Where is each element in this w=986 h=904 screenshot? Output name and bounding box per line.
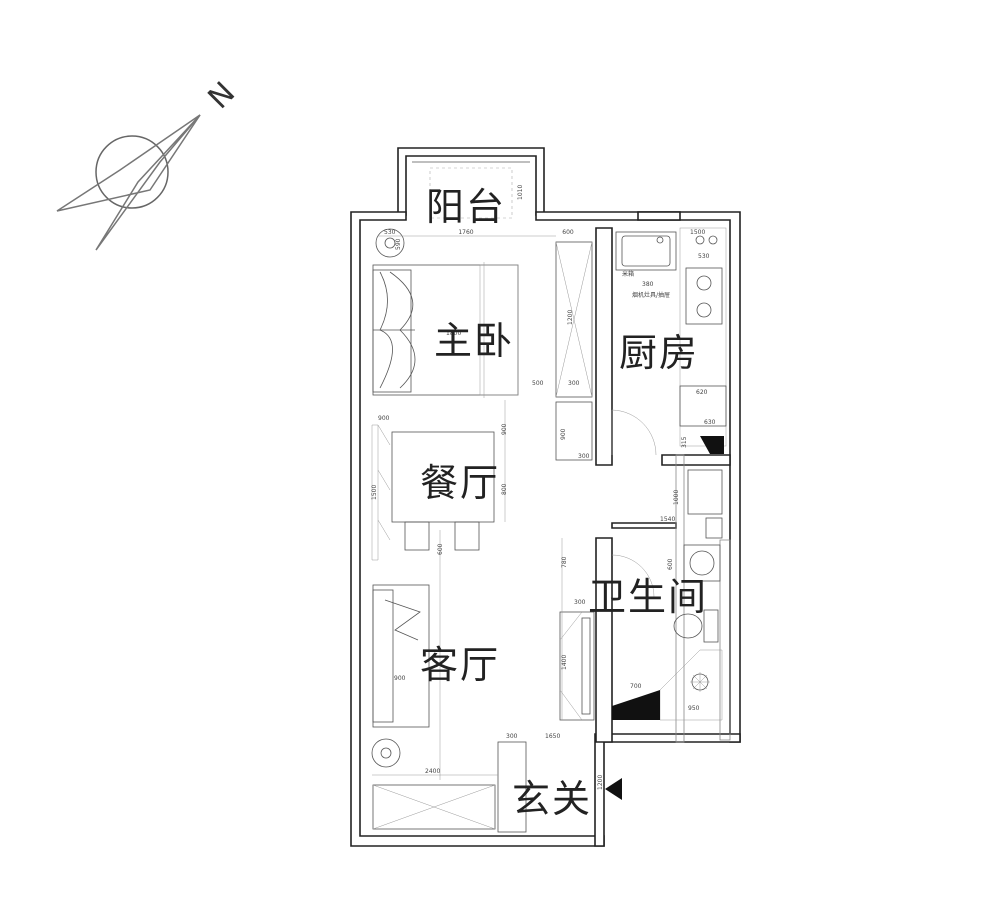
room-label-bathroom: 卫生间 bbox=[588, 575, 709, 619]
dim-kitchen-b: 380 bbox=[642, 281, 654, 288]
dim-tv-b: 300 bbox=[574, 599, 586, 606]
room-label-living-room: 客厅 bbox=[420, 643, 501, 687]
sofa bbox=[372, 584, 430, 728]
dim-plant-side: 590 bbox=[395, 238, 402, 250]
dim-cabinet-h: 900 bbox=[560, 428, 567, 440]
dim-bath-c: 700 bbox=[630, 683, 642, 690]
toilet bbox=[673, 609, 719, 643]
dim-bath-a: 1540 bbox=[660, 516, 675, 523]
dim-kitchen-top: 1500 bbox=[690, 229, 705, 236]
room-label-entrance: 玄关 bbox=[512, 777, 593, 821]
kitchen-sink bbox=[615, 231, 677, 271]
dimension-lines: 1760 600 530 590 1800 500 900 1500 900 8… bbox=[371, 185, 716, 790]
bath-door bbox=[611, 554, 655, 598]
dim-wardrobe-w: 300 bbox=[568, 380, 580, 387]
north-label: N bbox=[201, 75, 242, 116]
stove bbox=[685, 235, 723, 325]
dim-bath-d: 950 bbox=[688, 705, 700, 712]
kitchen-cabinets bbox=[679, 227, 727, 454]
dining-table bbox=[371, 424, 495, 561]
compass: N bbox=[56, 75, 242, 251]
dim-dining-width: 900 bbox=[378, 415, 390, 422]
dim-cabinet-w: 300 bbox=[578, 453, 590, 460]
room-label-balcony: 阳台 bbox=[426, 185, 507, 229]
room-label-master-bedroom: 主卧 bbox=[434, 319, 515, 363]
bed bbox=[372, 264, 519, 396]
entrance-arrow-icon bbox=[605, 778, 622, 800]
dim-bath-e: 600 bbox=[667, 558, 674, 570]
wardrobe bbox=[555, 241, 593, 461]
washing-machine bbox=[687, 469, 723, 539]
dim-bed-top: 1760 bbox=[458, 229, 473, 236]
dim-kitchen-c: 620 bbox=[696, 389, 708, 396]
dim-wardrobe-h: 1200 bbox=[567, 310, 574, 325]
dim-sofa-w: 900 bbox=[394, 675, 406, 682]
entry-cabinet bbox=[372, 741, 527, 833]
dim-dining-a: 900 bbox=[501, 423, 508, 435]
dim-kitchen-a: 530 bbox=[698, 253, 710, 260]
dim-entry-b: 1650 bbox=[545, 733, 560, 740]
room-label-dining-room: 餐厅 bbox=[420, 461, 501, 505]
plant-top-left bbox=[375, 228, 405, 258]
outer-walls bbox=[350, 211, 741, 847]
dim-kitchen-d: 630 bbox=[704, 419, 716, 426]
dim-living-h: 600 bbox=[437, 543, 444, 555]
dim-bed-end: 500 bbox=[532, 380, 544, 387]
dim-entry-d: 1200 bbox=[597, 775, 604, 790]
dim-tv-h: 1400 bbox=[561, 655, 568, 670]
dim-bath-b: 1000 bbox=[673, 490, 680, 505]
interior-walls bbox=[595, 227, 731, 743]
dim-dining-height: 1500 bbox=[371, 485, 378, 500]
dim-bed-side: 1800 bbox=[446, 330, 461, 337]
dim-entry-a: 300 bbox=[506, 733, 518, 740]
room-label-kitchen: 厨房 bbox=[619, 331, 700, 375]
dim-balcony-h: 1010 bbox=[517, 185, 524, 200]
dim-entry-c: 2400 bbox=[425, 768, 440, 775]
tv-cabinet bbox=[559, 611, 595, 721]
bath-counter bbox=[612, 690, 660, 720]
dim-dining-b: 800 bbox=[501, 483, 508, 495]
kitchen-note-rice: 米箱 bbox=[622, 270, 634, 278]
washbasin bbox=[683, 544, 721, 582]
plant-bottom-left bbox=[371, 738, 401, 768]
dim-tv-a: 780 bbox=[561, 556, 568, 568]
dim-wardrobe-top: 600 bbox=[562, 229, 574, 236]
kitchen-note-hood: 烟机灶具/抽屉 bbox=[632, 291, 670, 299]
dim-plant-top: 530 bbox=[384, 229, 396, 236]
kitchen-door bbox=[611, 409, 657, 456]
dim-kitchen-e: 315 bbox=[681, 436, 688, 448]
